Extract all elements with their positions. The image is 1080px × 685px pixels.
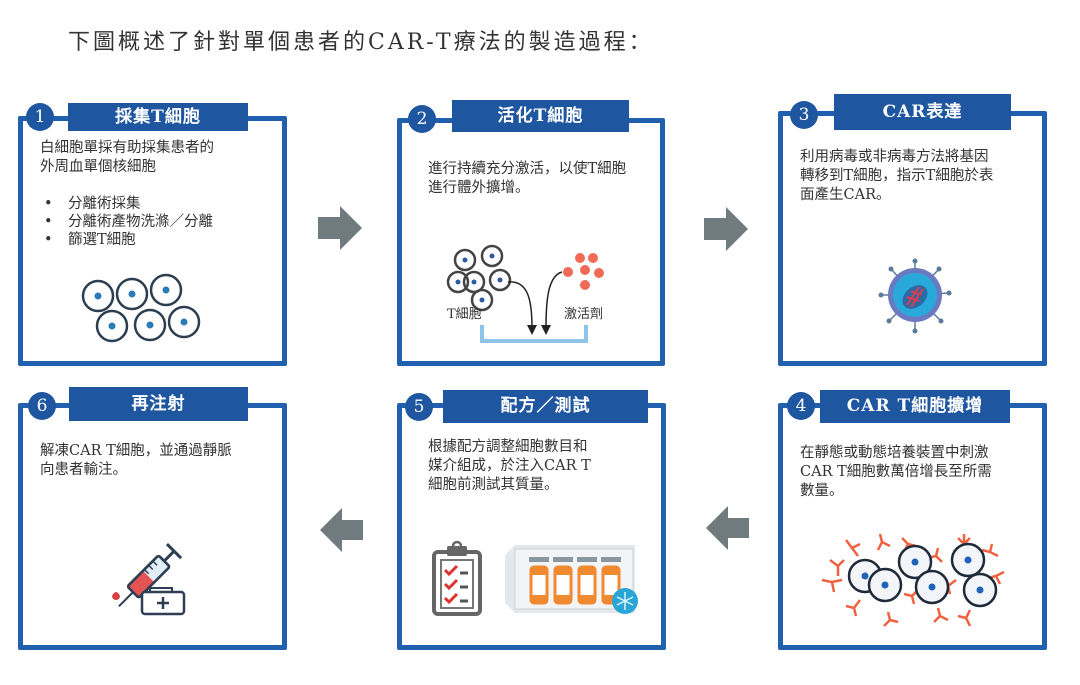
step-4-badge: 4 [787, 392, 815, 420]
desc-line: 根據配方調整細胞數目和 [428, 439, 588, 455]
desc-line: 解凍CAR T細胞，並通過靜脈 [40, 443, 232, 459]
desc-line: 轉移到T細胞，指示T細胞於表 [800, 168, 994, 184]
step-2-badge: 2 [408, 105, 436, 133]
step-3-box [778, 111, 1047, 366]
clipboard-icon [432, 540, 482, 616]
step-2-description: 進行持續充分激活，以使T細胞 進行體外擴增。 [428, 160, 626, 198]
intro-text: 下圖概述了針對單個患者的CAR-T療法的製造過程： [68, 30, 654, 55]
car-t-cells-icon [821, 533, 1005, 627]
step-6-badge: 6 [28, 392, 56, 420]
desc-line: 向患者輸注。 [40, 462, 127, 478]
cryo-vials-icon [505, 545, 638, 614]
activation-diagram-icon [446, 244, 604, 343]
desc-line: 細胞前測試其質量。 [428, 477, 559, 493]
step-5-title: 配方／測試 [443, 390, 648, 423]
desc-line: CAR T細胞數萬倍增長至所需 [800, 464, 992, 480]
step-5-description: 根據配方調整細胞數目和 媒介組成，於注入CAR T 細胞前測試其質量。 [428, 438, 591, 495]
step-2-title: 活化T細胞 [452, 100, 629, 132]
step-2-box [397, 118, 665, 366]
step-3-badge: 3 [790, 101, 818, 129]
arrow-right-icon [704, 207, 748, 251]
step-4-title: CAR T細胞擴增 [820, 390, 1010, 423]
bullet-item: 分離術採集 [40, 195, 213, 213]
desc-line: 白細胞單採有助採集患者的 [40, 140, 214, 156]
desc-line: 進行體外擴增。 [428, 180, 530, 196]
step-3-title: CAR表達 [834, 94, 1011, 130]
step-1-title: 採集T細胞 [68, 103, 248, 131]
bullet-item: 分離術產物洗滌／分離 [40, 213, 213, 231]
desc-line: 進行持續充分激活，以使T細胞 [428, 161, 627, 177]
desc-line: 外周血單個核細胞 [40, 159, 156, 175]
step-1-bullets: 分離術採集 分離術產物洗滌／分離 篩選T細胞 [40, 195, 213, 249]
bullet-item: 篩選T細胞 [40, 231, 213, 249]
arrow-right-icon [318, 206, 362, 250]
t-cells-icon [81, 273, 201, 343]
virus-vector-icon [878, 258, 952, 334]
step-6-description: 解凍CAR T細胞，並通過靜脈 向患者輸注。 [40, 442, 232, 480]
t-cell-label: T細胞 [447, 307, 482, 322]
activator-label: 激活劑 [564, 307, 604, 322]
arrow-left-icon [320, 508, 363, 552]
syringe-icon [112, 542, 186, 616]
step-6-title: 再注射 [69, 387, 248, 421]
arrow-left-icon [706, 506, 749, 550]
desc-line: 媒介組成，於注入CAR T [428, 458, 591, 474]
desc-line: 面產生CAR。 [800, 187, 891, 203]
step-4-description: 在靜態或動態培養裝置中刺激 CAR T細胞數萬倍增長至所需 數量。 [800, 444, 992, 501]
step-3-description: 利用病毒或非病毒方法將基因 轉移到T細胞，指示T細胞於表 面產生CAR。 [800, 148, 993, 205]
step-1-description: 白細胞單採有助採集患者的 外周血單個核細胞 [40, 139, 214, 177]
desc-line: 數量。 [800, 483, 844, 499]
step-5-badge: 5 [405, 393, 433, 421]
desc-line: 利用病毒或非病毒方法將基因 [800, 149, 989, 165]
desc-line: 在靜態或動態培養裝置中刺激 [800, 445, 989, 461]
step-1-badge: 1 [26, 103, 54, 131]
